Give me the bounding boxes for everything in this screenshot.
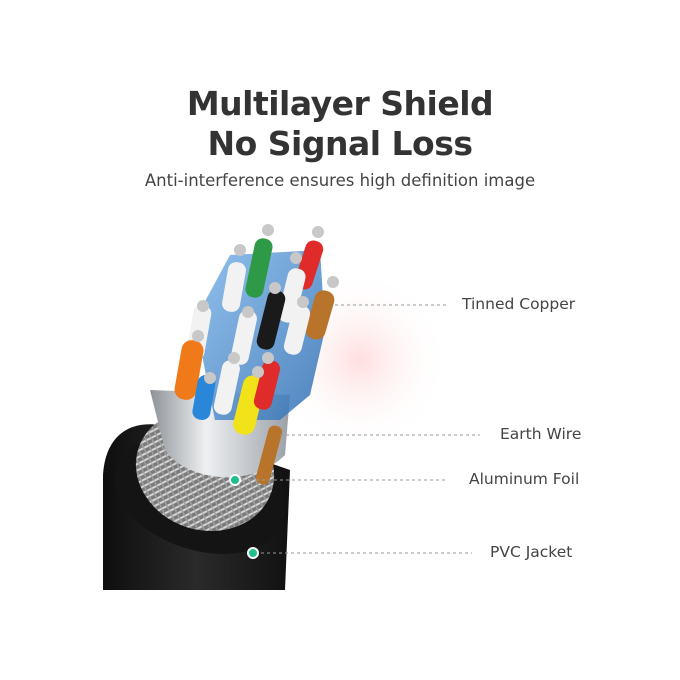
callout-pvc-jacket: PVC Jacket <box>490 543 573 561</box>
callout-tinned-copper: Tinned Copper <box>462 295 576 313</box>
callout-earth-wire: Earth Wire <box>500 425 582 443</box>
foil-marker-dot <box>229 474 241 486</box>
callout-aluminum-foil: Aluminum Foil <box>469 470 580 488</box>
callout-lines <box>238 304 480 554</box>
jacket-marker-dot <box>247 547 259 559</box>
headline-line-2: No Signal Loss <box>207 124 473 163</box>
wire-bundle <box>174 224 339 485</box>
subtitle: Anti-interference ensures high definitio… <box>144 171 536 190</box>
headline-line-1: Multilayer Shield <box>186 84 494 123</box>
